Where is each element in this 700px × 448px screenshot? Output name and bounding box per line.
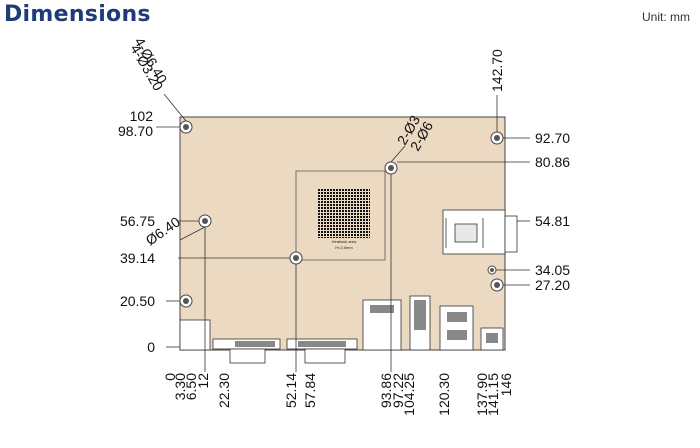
cpu-chip (318, 188, 370, 238)
bottom-dim-label: 22.30 (216, 373, 232, 408)
bottom-dim-label: 146 (498, 373, 514, 397)
bottom-dim-label: 6.50 (183, 373, 199, 400)
right-dim-92-70: 92.70 (535, 130, 570, 146)
left-dim-102: 102 (130, 108, 154, 124)
bottom-dim-label: 104.25 (401, 373, 417, 416)
bottom-dim-label: 137.90 (474, 373, 490, 416)
heatsink-area-outline (295, 170, 386, 261)
bottom-dim-label: 3.30 (172, 373, 188, 400)
left-dim-39-14: 39.14 (120, 250, 155, 266)
bottom-dim-label: 52.14 (283, 373, 299, 408)
vga-connector-right-shell (304, 348, 346, 364)
unit-label: Unit: mm (642, 10, 690, 24)
heatsink-label-line1: Heatsink area (332, 239, 357, 244)
left-dim-98-70: 98.70 (118, 123, 153, 139)
left-dim-56-75: 56.75 (120, 213, 155, 229)
right-dim-27-20: 27.20 (535, 277, 570, 293)
left-dim-20-50: 20.50 (120, 293, 155, 309)
bottom-dim-label: 141.15 (485, 373, 501, 416)
bottom-dim-label: 93.86 (378, 373, 394, 408)
bottom-dim-label: 57.84 (302, 373, 318, 408)
right-edge-connector (442, 209, 518, 255)
bottom-dim-label: 12 (195, 373, 211, 389)
right-dim-54-81: 54.81 (535, 213, 570, 229)
page-title: Dimensions (4, 2, 151, 27)
bottom-dim-label: 120.30 (436, 373, 452, 416)
bottom-dim-label: 97.22 (390, 373, 406, 408)
right-dim-80-86: 80.86 (535, 154, 570, 170)
bottom-dim-label: 0 (162, 373, 178, 381)
left-dim-0: 0 (147, 339, 155, 355)
heatsink-label-line2: H<2.0mm (335, 245, 353, 250)
vga-connector-left-shell (229, 348, 266, 364)
top-dim-142-70: 142.70 (489, 49, 505, 92)
right-dim-34-05: 34.05 (535, 262, 570, 278)
rj45-connector (179, 319, 211, 351)
